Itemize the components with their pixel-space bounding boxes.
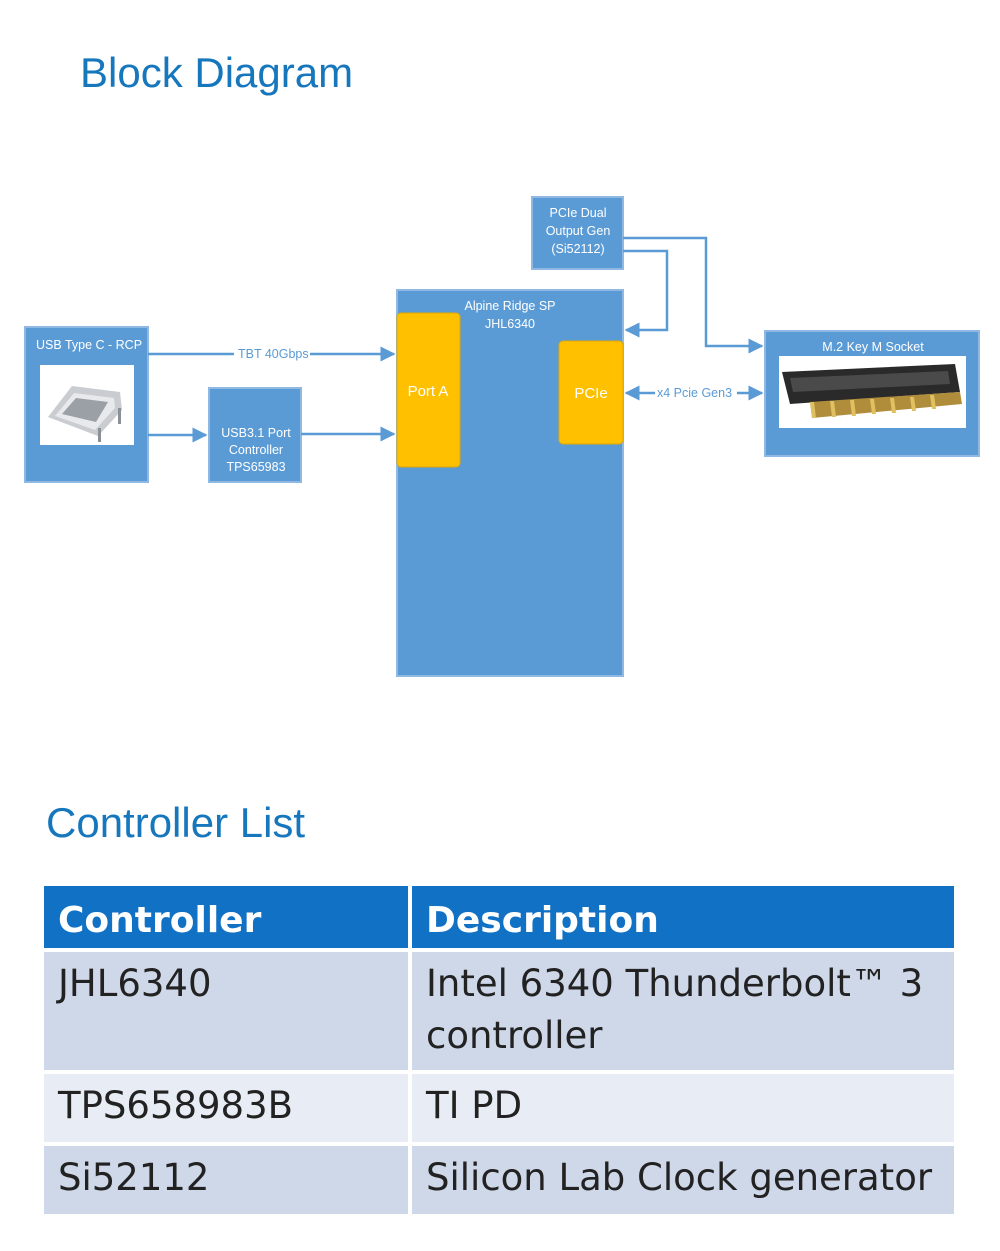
pcie-link-label: x4 Pcie Gen3 xyxy=(657,386,732,400)
connections: TBT 40Gbps x4 Pcie Gen3 xyxy=(148,236,764,443)
header-controller: Controller xyxy=(40,882,412,952)
tbt-link-label: TBT 40Gbps xyxy=(238,347,309,361)
pcie-dual-output-block: PCIe Dual Output Gen (Si52112) xyxy=(531,196,624,270)
description-line: controller xyxy=(426,1014,603,1057)
block-diagram-title: Block Diagram xyxy=(80,49,354,96)
usb-typec-block: USB Type C - RCP xyxy=(24,326,149,483)
cell-description: Silicon Lab Clock generator xyxy=(408,1142,958,1218)
m2-socket-label: M.2 Key M Socket xyxy=(822,340,924,354)
controller-table: Controller Description JHL6340 Intel 634… xyxy=(40,882,958,1218)
usb-port-ctrl-line2: Controller xyxy=(229,443,283,457)
usb-port-ctrl-line3: TPS65983 xyxy=(226,460,285,474)
usb-c-connector-icon xyxy=(48,386,122,442)
description-line: Intel 6340 Thunderbolt™ 3 xyxy=(426,962,924,1005)
cell-description: TI PD xyxy=(408,1070,958,1146)
usb-port-controller-block: USB3.1 Port Controller TPS65983 xyxy=(208,387,302,483)
cell-controller: TPS658983B xyxy=(40,1070,412,1146)
cell-controller: JHL6340 xyxy=(40,948,412,1074)
block-diagram: USB Type C - RCP USB3.1 Port Controller … xyxy=(24,196,980,677)
controller-list-title: Controller List xyxy=(46,799,306,846)
port-a-block xyxy=(396,312,461,468)
m2-connector-icon xyxy=(782,364,962,418)
usb-port-ctrl-line1: USB3.1 Port xyxy=(221,426,291,440)
header-description: Description xyxy=(408,882,958,952)
alpine-ridge-line1: Alpine Ridge SP xyxy=(464,299,555,313)
table-row: JHL6340 Intel 6340 Thunderbolt™ 3 contro… xyxy=(40,948,958,1074)
table-row: TPS658983B TI PD xyxy=(40,1070,958,1146)
pcie-dual-line2: Output Gen xyxy=(546,224,611,238)
clock-to-alpine-arrow xyxy=(623,249,669,338)
m2-socket-block: M.2 Key M Socket xyxy=(764,330,980,457)
pcie-port-label: PCIe xyxy=(574,385,607,402)
table-header-row: Controller Description xyxy=(40,882,958,952)
cell-controller: Si52112 xyxy=(40,1142,412,1218)
port-a-label: Port A xyxy=(408,383,449,400)
pcie-dual-line1: PCIe Dual xyxy=(550,206,607,220)
table-row: Si52112 Silicon Lab Clock generator xyxy=(40,1142,958,1218)
usb-typec-label: USB Type C - RCP xyxy=(36,338,142,352)
pcie-dual-line3: (Si52112) xyxy=(551,242,604,256)
pcie-port-block xyxy=(558,340,624,445)
alpine-ridge-block: Alpine Ridge SP JHL6340 Port A PCIe xyxy=(396,289,624,677)
cell-description: Intel 6340 Thunderbolt™ 3 controller xyxy=(408,948,958,1074)
clock-to-m2-arrow xyxy=(623,236,764,354)
alpine-ridge-line2: JHL6340 xyxy=(485,317,535,331)
